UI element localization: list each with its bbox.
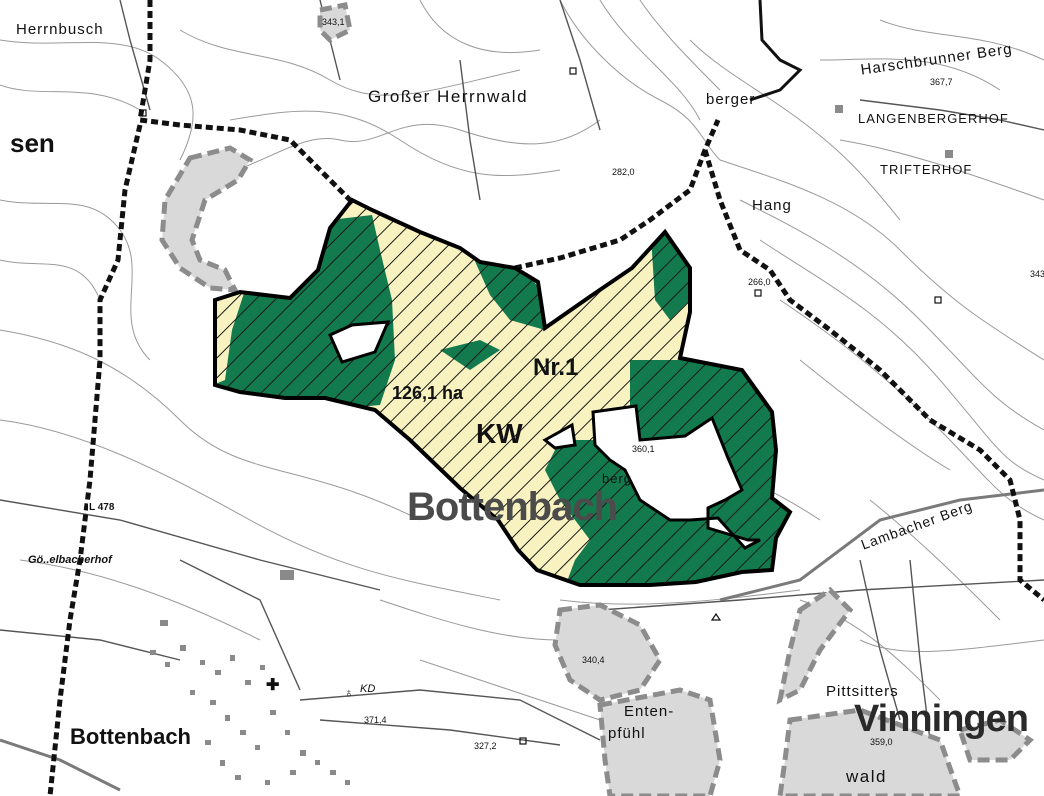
place-wald: wald	[846, 767, 887, 786]
area-type-label: KW	[476, 418, 523, 449]
place-entenpfuhl-2: pfühl	[608, 725, 646, 742]
roads-and-paths	[0, 0, 1044, 746]
contour-lines	[0, 0, 1044, 721]
place-sen: sen	[10, 128, 55, 158]
place-grosser-herrnwald: Großer Herrnwald	[368, 87, 529, 106]
stream-line	[749, 0, 803, 102]
road-l478: L 478	[88, 502, 116, 513]
place-kd: KD	[360, 683, 376, 695]
elevation-266: 266,0	[748, 277, 771, 287]
protected-areas	[159, 2, 1034, 796]
place-langenbergerhof: LANGENBERGERHOF	[858, 111, 1009, 126]
elevation-340-4: 340,4	[582, 655, 605, 665]
elevation-343: 343	[1030, 269, 1044, 279]
municipal-boundary	[47, 0, 1044, 796]
elevation-343-1: 343,1	[322, 17, 345, 27]
area-size-label: 126,1 ha	[392, 383, 464, 403]
place-entenpfuhl-1: Enten-	[624, 703, 675, 720]
place-herrnbusch: Herrnbusch	[16, 21, 104, 38]
elevation-367-7: 367,7	[930, 77, 953, 87]
place-pittsitters: Pittsitters	[826, 683, 899, 700]
place-bottenbach-village: Bottenbach	[70, 724, 191, 749]
place-berg-fragment: berg	[602, 471, 633, 486]
area-number-label: Nr.1	[533, 354, 579, 381]
region-label-bottenbach: Bottenbach	[407, 485, 618, 529]
star-icon: ✳	[617, 422, 629, 438]
place-trifterhof: TRIFTERHOF	[880, 162, 973, 177]
village-buildings	[150, 105, 953, 785]
elevation-359: 359,0	[870, 737, 893, 747]
main-road-sw	[0, 738, 121, 792]
elevation-282-0: 282,0	[612, 167, 635, 177]
chapel-icon: ♁	[344, 685, 354, 700]
elevation-327-2: 327,2	[474, 741, 497, 751]
cross-icon: ✚	[266, 677, 280, 694]
map-symbols	[139, 67, 942, 745]
place-goersbacherhof: Gö..elbacherhof	[28, 554, 112, 566]
place-hang: Hang	[752, 197, 792, 214]
main-road	[719, 488, 1044, 602]
place-vinningen: Vinningen	[854, 698, 1029, 740]
elevation-371-4: 371,4	[364, 715, 387, 725]
place-berger: berger	[706, 91, 756, 108]
elevation-360-1: 360,1	[632, 444, 655, 454]
